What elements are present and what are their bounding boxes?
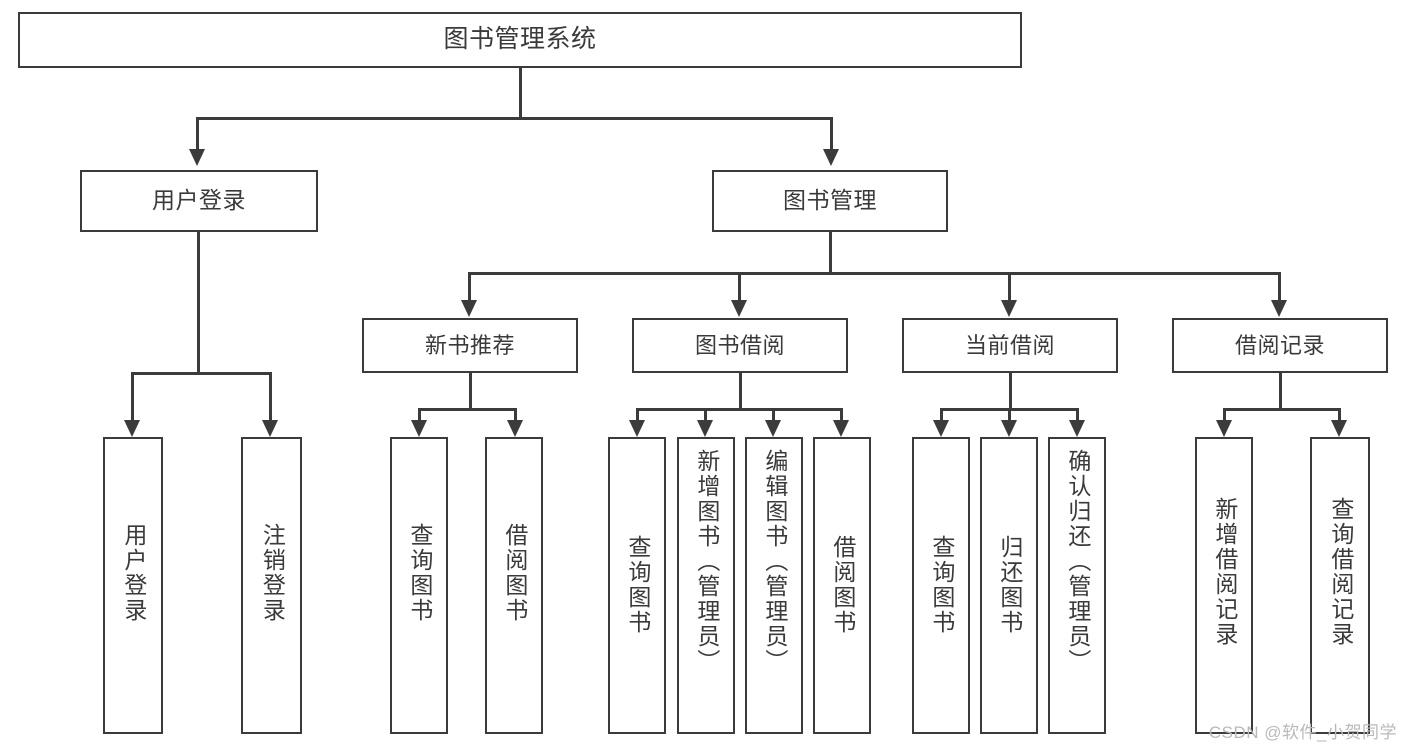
node-leaf-query-book-3-label: 查询图书 — [928, 535, 955, 635]
arrow-to-current-borrow — [1001, 300, 1017, 317]
connector-root-bus — [196, 117, 833, 120]
node-current-borrow-label: 当前借阅 — [964, 332, 1055, 358]
node-leaf-edit-book-label: 编辑图书（管理员） — [761, 449, 788, 674]
arrow-to-borrow-record — [1271, 300, 1287, 317]
connector-user-login-bus — [131, 372, 271, 375]
connector-to-borrow-record — [1278, 272, 1281, 300]
connector-to-new-book-rec — [468, 272, 471, 300]
node-root-label: 图书管理系统 — [443, 25, 597, 54]
connector-book-borrow-stem — [739, 373, 742, 409]
node-leaf-return-book[interactable]: 归还图书 — [980, 437, 1038, 734]
arrow-to-user-login — [189, 149, 205, 166]
connector-new-book-rec-stem — [469, 373, 472, 409]
connector-bb-leaf2 — [704, 408, 707, 422]
node-leaf-query-book-2[interactable]: 查询图书 — [608, 437, 666, 734]
node-leaf-confirm-return-label: 确认归还（管理员） — [1064, 449, 1091, 674]
node-leaf-edit-book[interactable]: 编辑图书（管理员） — [745, 437, 803, 734]
node-leaf-borrow-book-2[interactable]: 借阅图书 — [813, 437, 871, 734]
arrow-cb-leaf3 — [1069, 420, 1085, 437]
arrow-bb-leaf4 — [833, 420, 849, 437]
node-leaf-add-record-label: 新增借阅记录 — [1211, 497, 1238, 647]
connector-to-user-login — [196, 117, 199, 149]
node-leaf-add-book[interactable]: 新增图书（管理员） — [677, 437, 735, 734]
connector-nbr-leaf1 — [418, 408, 421, 422]
arrow-bb-leaf3 — [765, 420, 781, 437]
arrow-to-book-manage — [823, 149, 839, 166]
connector-new-book-rec-bus — [418, 408, 517, 411]
node-borrow-record-label: 借阅记录 — [1234, 332, 1325, 358]
node-leaf-user-logout-label: 注销登录 — [259, 523, 286, 623]
connector-book-borrow-bus — [636, 408, 843, 411]
node-new-book-rec-label: 新书推荐 — [424, 332, 515, 358]
node-leaf-user-login-label: 用户登录 — [120, 523, 147, 623]
node-leaf-query-record[interactable]: 查询借阅记录 — [1310, 437, 1370, 734]
node-user-login-label: 用户登录 — [152, 187, 246, 214]
node-book-manage[interactable]: 图书管理 — [712, 170, 948, 232]
connector-nbr-leaf2 — [514, 408, 517, 422]
node-leaf-add-book-label: 新增图书（管理员） — [693, 449, 720, 674]
node-leaf-query-record-label: 查询借阅记录 — [1327, 497, 1354, 647]
arrow-bb-leaf2 — [697, 420, 713, 437]
node-leaf-query-book-1-label: 查询图书 — [406, 523, 433, 623]
connector-borrow-record-stem — [1279, 373, 1282, 409]
node-borrow-record[interactable]: 借阅记录 — [1172, 318, 1388, 373]
connector-current-borrow-stem — [1009, 373, 1012, 409]
connector-cb-leaf1 — [940, 408, 943, 422]
node-leaf-user-login[interactable]: 用户登录 — [103, 437, 163, 734]
arrow-br-leaf1 — [1216, 420, 1232, 437]
connector-user-login-to-leaf2 — [269, 372, 272, 420]
connector-bb-leaf3 — [772, 408, 775, 422]
node-book-manage-label: 图书管理 — [783, 187, 877, 214]
arrow-to-new-book-rec — [461, 300, 477, 317]
connector-cb-leaf3 — [1076, 408, 1079, 422]
node-leaf-borrow-book-2-label: 借阅图书 — [829, 535, 856, 635]
connector-user-login-to-leaf1 — [131, 372, 134, 420]
node-leaf-borrow-book-1[interactable]: 借阅图书 — [485, 437, 543, 734]
connector-user-login-stem — [197, 232, 200, 373]
node-book-borrow[interactable]: 图书借阅 — [632, 318, 848, 373]
node-leaf-return-book-label: 归还图书 — [996, 535, 1023, 635]
arrow-bb-leaf1 — [629, 420, 645, 437]
node-book-borrow-label: 图书借阅 — [694, 332, 785, 358]
node-leaf-user-logout[interactable]: 注销登录 — [241, 437, 302, 734]
connector-to-book-borrow — [738, 272, 741, 300]
arrow-nbr-leaf2 — [507, 420, 523, 437]
arrow-to-book-borrow — [731, 300, 747, 317]
connector-cb-leaf2 — [1008, 408, 1011, 422]
connector-to-book-manage — [830, 117, 833, 149]
connector-bb-leaf4 — [840, 408, 843, 422]
arrow-nbr-leaf1 — [411, 420, 427, 437]
connector-br-leaf1 — [1223, 408, 1226, 422]
arrow-user-login-leaf2 — [262, 420, 278, 437]
node-leaf-add-record[interactable]: 新增借阅记录 — [1195, 437, 1253, 734]
connector-to-current-borrow — [1008, 272, 1011, 300]
node-current-borrow[interactable]: 当前借阅 — [902, 318, 1118, 373]
connector-br-leaf2 — [1338, 408, 1341, 422]
node-leaf-borrow-book-1-label: 借阅图书 — [501, 523, 528, 623]
arrow-cb-leaf1 — [933, 420, 949, 437]
arrow-br-leaf2 — [1331, 420, 1347, 437]
connector-level2-bus — [468, 272, 1280, 275]
connector-root-stem — [519, 68, 522, 118]
node-new-book-rec[interactable]: 新书推荐 — [362, 318, 578, 373]
node-leaf-confirm-return[interactable]: 确认归还（管理员） — [1048, 437, 1106, 734]
node-leaf-query-book-3[interactable]: 查询图书 — [912, 437, 970, 734]
connector-borrow-record-bus — [1223, 408, 1341, 411]
connector-bb-leaf1 — [636, 408, 639, 422]
watermark-text: CSDN @软件_小贺同学 — [1208, 723, 1397, 742]
node-leaf-query-book-2-label: 查询图书 — [624, 535, 651, 635]
node-root[interactable]: 图书管理系统 — [18, 12, 1022, 68]
arrow-cb-leaf2 — [1001, 420, 1017, 437]
connector-book-manage-stem — [829, 232, 832, 273]
node-user-login[interactable]: 用户登录 — [80, 170, 318, 232]
arrow-user-login-leaf1 — [124, 420, 140, 437]
node-leaf-query-book-1[interactable]: 查询图书 — [390, 437, 448, 734]
